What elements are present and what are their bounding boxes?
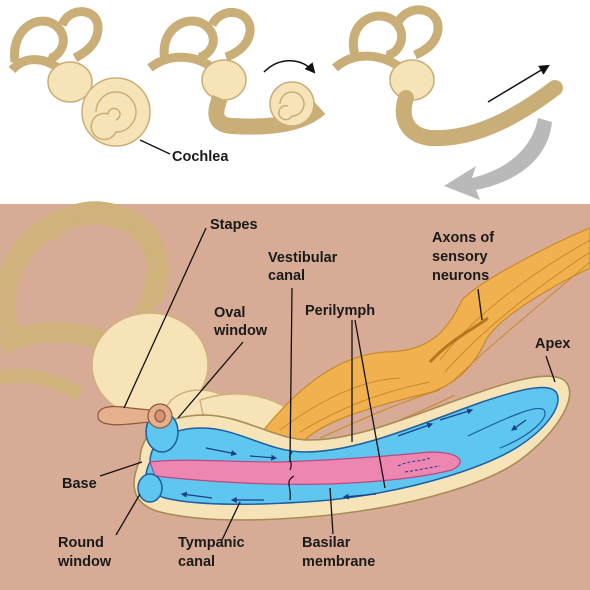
stapes-bone [97,403,173,429]
basilar-membrane-label: Basilar membrane [302,535,375,570]
stapes-leader [123,227,207,409]
cochlea-label: Cochlea [172,149,229,165]
oval-window-leader [177,341,244,419]
apex-label: Apex [535,336,570,352]
basilar-membrane-leader [329,487,334,535]
uncoiled-cochlea [331,5,563,147]
base-label: Base [62,476,97,492]
perilymph-leader-2 [354,319,386,489]
oval-window-label: Oval window [213,305,268,339]
tympanic-canal-label: Tympanic canal [178,535,249,570]
round-window [137,473,163,503]
round-window-leader [115,493,141,536]
stapes-label: Stapes [210,217,258,233]
perilymph-label: Perilymph [305,303,375,319]
cochlea-leader-line [139,139,171,155]
vestibule-and-canals [0,201,296,435]
base-leader [99,461,143,477]
round-window-label: Round window [57,535,112,570]
axons-leader [477,288,483,321]
vestibular-canal-leader [289,287,293,463]
apex-leader [545,355,556,383]
coiled-cochlea [8,7,151,147]
uncoiling-cochlea [147,7,326,135]
vestibular-canal-label: Vestibular canal [268,250,341,284]
tympanic-canal-leader [221,501,241,541]
uncoiled-cochlear-duct [133,375,571,521]
axons-of-sensory-neurons-label: Axons of sensory neurons [432,230,498,284]
basilar-membrane [288,475,295,501]
leader-lines [99,227,556,541]
zoom-curved-arrow [444,118,552,200]
uncoil-curved-arrow [263,60,316,74]
stretch-arrow [487,64,550,103]
